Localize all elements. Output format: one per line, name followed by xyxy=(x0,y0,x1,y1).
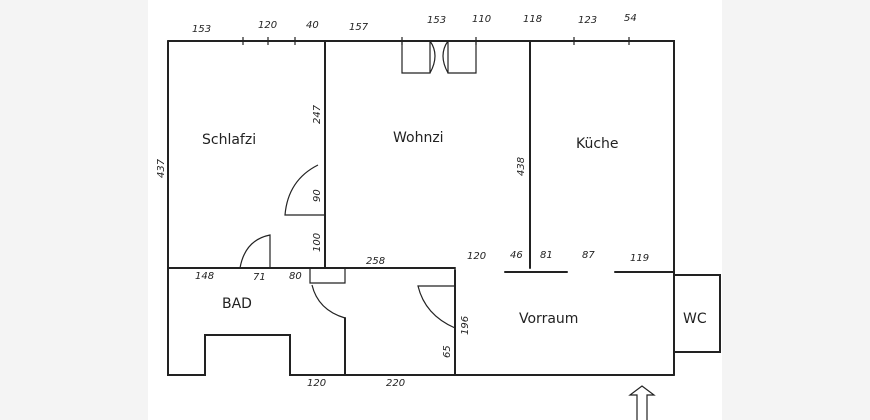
dim-label: 54 xyxy=(624,13,637,24)
vertical-dimensions: 437 247 90 100 438 196 65 xyxy=(156,104,527,358)
bottom-dimensions: 120 220 xyxy=(307,378,405,389)
doors xyxy=(239,40,477,329)
door-vorraum xyxy=(417,285,456,329)
dimension-ticks xyxy=(242,37,630,45)
dim-label: 80 xyxy=(289,271,302,282)
door-bad-inner xyxy=(311,284,346,319)
dim-label: 118 xyxy=(523,14,542,25)
walls xyxy=(167,40,721,376)
room-label-wc: WC xyxy=(683,311,707,327)
dim-label: 120 xyxy=(307,378,326,389)
dim-label: 438 xyxy=(516,157,527,176)
dim-label: 46 xyxy=(510,250,523,261)
door-bad xyxy=(239,234,271,269)
room-label-schlafzimmer: Schlafzi xyxy=(202,132,256,148)
door-wohnzi-window-right xyxy=(442,40,477,74)
dim-label: 65 xyxy=(442,345,453,358)
dim-label: 120 xyxy=(258,20,277,31)
dim-label: 123 xyxy=(578,15,597,26)
dim-label: 220 xyxy=(386,378,405,389)
dim-label: 71 xyxy=(253,272,266,283)
entrance-arrow-icon xyxy=(628,385,656,420)
room-label-bad: BAD xyxy=(222,296,252,312)
door-wohnzi-window-left xyxy=(401,40,436,74)
dim-label: 258 xyxy=(366,256,385,267)
room-label-wohnzimmer: Wohnzi xyxy=(393,130,444,146)
dim-label: 247 xyxy=(312,104,323,124)
dim-label: 153 xyxy=(427,15,446,26)
dim-label: 157 xyxy=(349,22,369,33)
dim-label: 119 xyxy=(630,253,649,264)
dim-label: 87 xyxy=(582,250,595,261)
dim-label: 120 xyxy=(467,251,486,262)
dim-label: 90 xyxy=(312,189,323,202)
dim-label: 153 xyxy=(192,24,211,35)
door-schlafzi xyxy=(284,164,325,216)
room-label-vorraum: Vorraum xyxy=(519,311,578,327)
dim-label: 148 xyxy=(195,271,214,282)
dim-label: 100 xyxy=(312,233,323,252)
paper-sheet xyxy=(148,0,722,420)
top-dimensions: 153 120 40 157 153 110 118 123 54 xyxy=(192,13,637,35)
dim-label: 81 xyxy=(540,250,553,261)
room-label-kueche: Küche xyxy=(576,136,619,152)
dim-label: 437 xyxy=(156,158,167,178)
middle-dimensions: 148 71 80 258 120 46 81 87 119 xyxy=(195,250,649,283)
dim-label: 196 xyxy=(460,316,471,335)
dim-label: 110 xyxy=(472,14,491,25)
dim-label: 40 xyxy=(306,20,319,31)
